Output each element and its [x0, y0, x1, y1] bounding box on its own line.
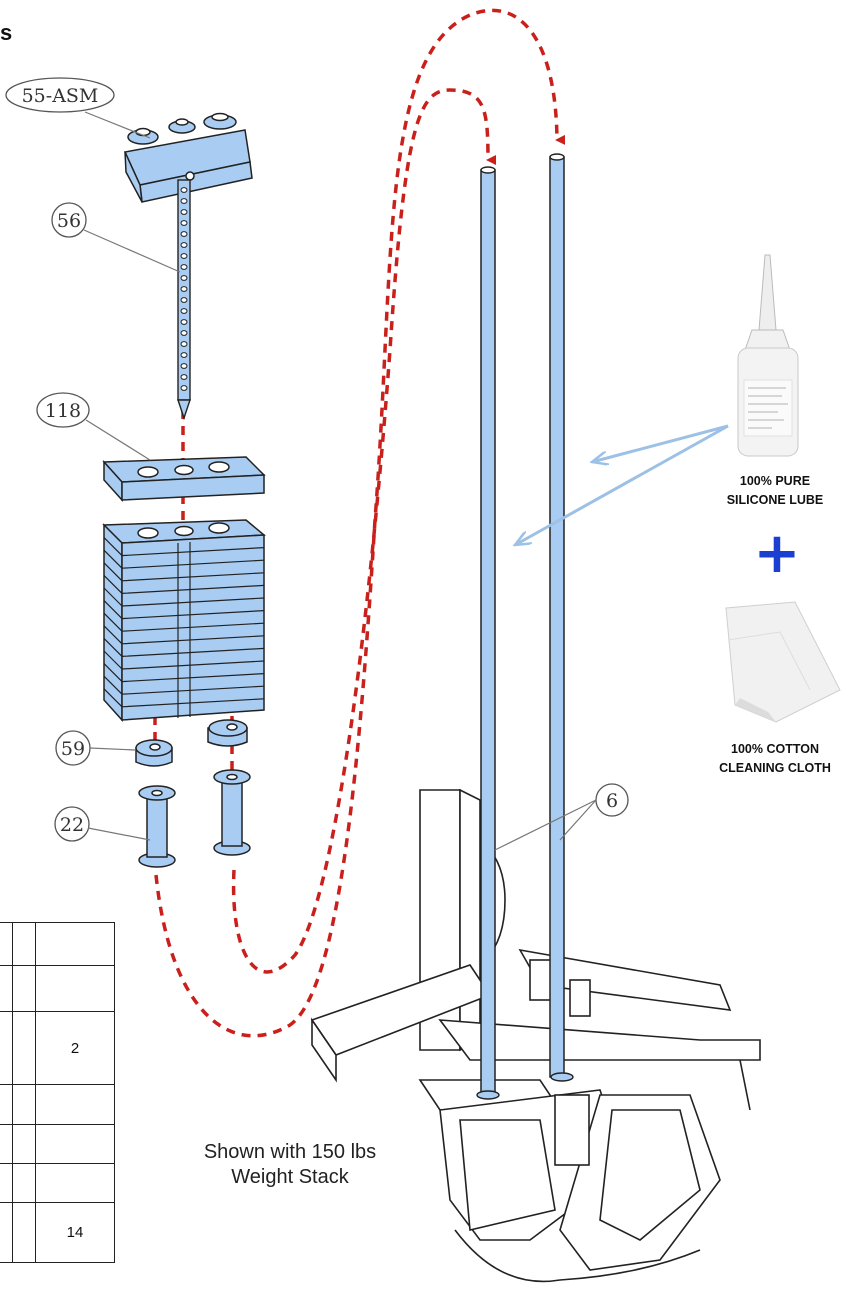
weight-stack	[102, 519, 266, 722]
callout-55-asm: 55-ASM	[5, 77, 151, 139]
weight-plate-line	[103, 600, 265, 620]
weight-plate-divisions	[103, 537, 265, 718]
weight-plate-line	[103, 562, 265, 582]
top-weight-plate	[102, 456, 266, 502]
parts-table-qty-cell	[35, 922, 115, 966]
parts-table-qty-cell	[35, 1124, 115, 1164]
parts-table-cell-blank	[12, 922, 36, 966]
parts-table-cell-blank	[12, 1124, 36, 1164]
stem-hole	[180, 198, 188, 204]
stem-hole	[180, 297, 188, 303]
caption-line1: Shown with 150 lbs	[203, 1141, 377, 1163]
parts-table-row: 14	[0, 1202, 115, 1263]
parts-table-cell-cropped	[0, 1202, 13, 1263]
parts-table-qty-cell: 14	[35, 1202, 115, 1263]
plus-sign: +	[753, 521, 801, 586]
parts-table-row	[0, 1124, 115, 1164]
stem-hole	[180, 264, 188, 270]
weight-plate-line	[103, 549, 265, 569]
parts-table-qty-cell	[35, 965, 115, 1012]
parts-table-cell-cropped	[0, 1124, 13, 1164]
weight-plate-line	[103, 688, 265, 708]
callout-label: 59	[61, 738, 85, 760]
selector-stem-holes	[180, 187, 188, 391]
parts-table-cell-blank	[12, 1163, 36, 1203]
parts-table-cell-cropped	[0, 965, 13, 1012]
guide-rods	[476, 153, 574, 1100]
weight-stack-caption: Shown with 150 lbs Weight Stack	[150, 1140, 430, 1190]
weight-plate-line	[103, 587, 265, 607]
callout-56: 56	[51, 202, 181, 273]
stem-hole	[180, 341, 188, 347]
stem-hole	[180, 187, 188, 193]
parts-table-cell-cropped	[0, 1084, 13, 1125]
parts-table-row	[0, 965, 115, 1012]
silicone-lube-bottle	[737, 254, 799, 457]
spacer-tubes	[138, 769, 251, 868]
lube-label: 100% PURE SILICONE LUBE	[700, 472, 850, 510]
guide-rod-right	[549, 156, 565, 1078]
parts-table-cell-cropped	[0, 922, 13, 966]
cleaning-cloth	[725, 601, 841, 723]
callout-label: 6	[606, 790, 618, 812]
stem-hole	[180, 209, 188, 215]
parts-table-qty-cell: 2	[35, 1011, 115, 1085]
guide-rod-left	[480, 169, 496, 1096]
cloth-label-line1: 100% COTTON	[731, 742, 819, 756]
bushings	[135, 719, 248, 767]
parts-table-row	[0, 1084, 115, 1125]
cloth-label: 100% COTTON CLEANING CLOTH	[700, 740, 850, 778]
stem-hole	[180, 220, 188, 226]
callout-label: 56	[57, 210, 81, 232]
stem-hole	[180, 253, 188, 259]
callout-label: 118	[45, 400, 81, 422]
weight-plate-line	[103, 650, 265, 670]
callout-label: 55-ASM	[22, 85, 99, 107]
callout-59: 59	[55, 730, 136, 766]
stem-hole	[180, 242, 188, 248]
callout-118: 118	[36, 392, 151, 461]
stem-hole	[180, 374, 188, 380]
parts-table-cell-cropped	[0, 1011, 13, 1085]
machine-base-frame	[310, 788, 761, 1283]
stem-hole	[180, 330, 188, 336]
parts-table-row	[0, 922, 115, 966]
parts-table-row: 2	[0, 1011, 115, 1085]
parts-table-qty-cell	[35, 1163, 115, 1203]
stem-hole	[180, 275, 188, 281]
callout-22: 22	[54, 806, 151, 842]
stem-hole	[180, 352, 188, 358]
lube-arrows	[515, 424, 729, 545]
parts-table-row	[0, 1163, 115, 1203]
stem-hole	[180, 319, 188, 325]
stem-hole	[180, 286, 188, 292]
stem-hole	[180, 231, 188, 237]
lube-label-line1: 100% PURE	[739, 474, 811, 488]
selector-slot	[177, 542, 191, 718]
weight-plate-line	[103, 675, 265, 695]
stem-hole	[180, 308, 188, 314]
caption-line2: Weight Stack	[231, 1166, 349, 1188]
stem-hole	[180, 385, 188, 391]
callout-label: 22	[60, 814, 84, 836]
parts-table-cell-blank	[12, 1084, 36, 1125]
weight-plate-line	[103, 663, 265, 683]
weight-plate-line	[103, 612, 265, 632]
lube-label-line2: SILICONE LUBE	[726, 493, 824, 507]
parts-table-cell-blank	[12, 965, 36, 1012]
parts-table: 2 14	[0, 922, 115, 1263]
parts-table-qty-cell	[35, 1084, 115, 1125]
weight-plate-line	[103, 625, 265, 645]
cloth-label-line2: CLEANING CLOTH	[719, 761, 831, 775]
parts-table-cell-blank	[12, 1011, 36, 1085]
parts-table-cell-blank	[12, 1202, 36, 1263]
section-heading-fragment: s	[0, 20, 13, 45]
weight-plate-line	[103, 637, 265, 657]
callout-6: 6	[494, 783, 629, 851]
parts-table-cell-cropped	[0, 1163, 13, 1203]
weight-plate-line	[103, 574, 265, 594]
weight-plate-line	[103, 537, 265, 557]
stem-hole	[180, 363, 188, 369]
